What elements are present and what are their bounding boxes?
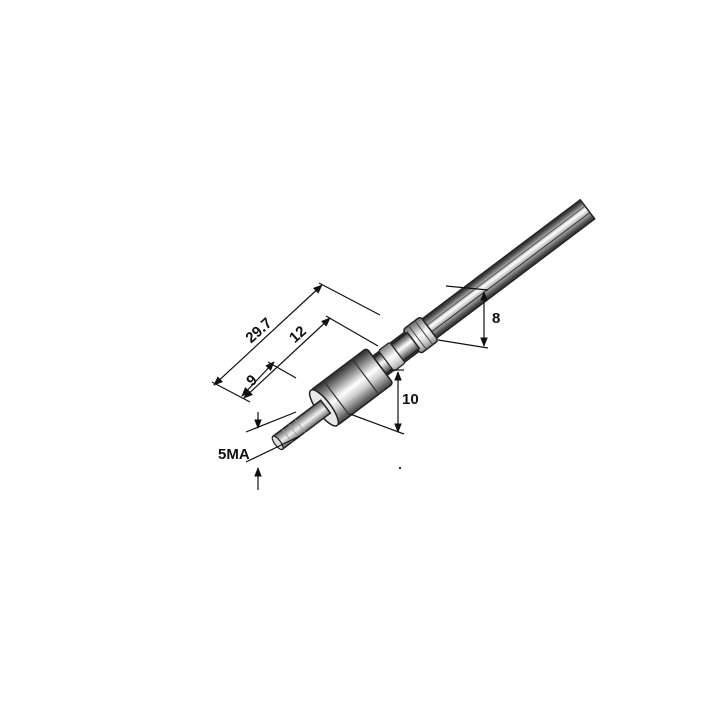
dimension-9: 9 (241, 361, 297, 397)
dim-label-29-7: 29.7 (242, 315, 275, 347)
dim-label-12: 12 (286, 323, 310, 347)
threaded-stud (271, 399, 332, 451)
rod-assembly (271, 198, 596, 451)
dimension-8: 8 (437, 285, 500, 349)
dim-label-8: 8 (492, 310, 500, 327)
speck (398, 466, 402, 470)
dim-label-5ma: 5MA (218, 446, 250, 463)
dimension-10: 10 (349, 369, 419, 435)
dimension-5ma: 5MA (218, 411, 301, 490)
dim-label-9: 9 (243, 372, 261, 390)
dim-label-10: 10 (402, 391, 419, 408)
